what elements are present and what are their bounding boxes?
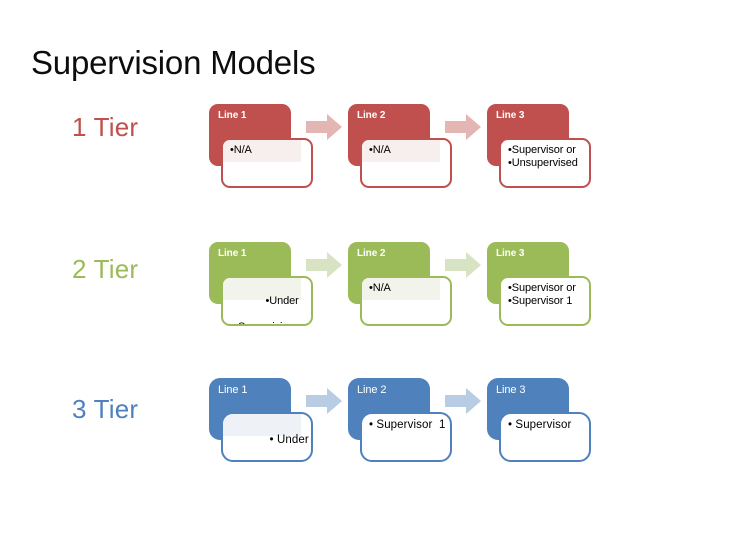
- bullet-item: • Supervisor: [508, 419, 572, 431]
- bullet-text: •Under: [265, 295, 299, 307]
- bullet-item: •Under Supervision: [230, 282, 307, 324]
- stage-content-body: •N/A: [223, 140, 311, 157]
- bullet-item: •N/A: [369, 282, 391, 294]
- stage-content-body: • Supervisor: [501, 414, 589, 433]
- stage-header-label: Line 2: [357, 248, 386, 259]
- tier-row-2: 2 Tier Line 1 •Under Supervision Line 2: [0, 234, 740, 344]
- stage-content-card[interactable]: • Supervisor: [499, 412, 591, 462]
- stage-line-3[interactable]: Line 3 • Supervisor: [487, 370, 591, 465]
- stage-header-label: Line 1: [218, 384, 248, 396]
- stage-content-body: •Supervisor or •Supervisor 1: [501, 278, 589, 308]
- bullet-text: • Under: [269, 434, 309, 446]
- stage-content-body: •N/A: [362, 140, 450, 157]
- tier-label-2: 2 Tier: [72, 254, 139, 284]
- tier-row-3: 3 Tier Line 1 • Under Supervision Line 2: [0, 370, 740, 480]
- stage-line-1[interactable]: Line 1 • Under Supervision: [209, 370, 313, 465]
- stage-header-label: Line 3: [496, 248, 525, 259]
- stage-line-1[interactable]: Line 1 •Under Supervision: [209, 234, 313, 329]
- stage-content-body: • Supervisor 1: [362, 414, 450, 433]
- arrow-right-icon: [445, 388, 481, 414]
- stage-line-1[interactable]: Line 1 •N/A: [209, 96, 313, 191]
- stage-content-body: •N/A: [362, 278, 450, 295]
- stage-content-card[interactable]: •N/A: [360, 138, 452, 188]
- bullet-item: •N/A: [230, 144, 252, 156]
- stage-content-card[interactable]: •N/A: [221, 138, 313, 188]
- bullet-item: •N/A: [369, 144, 391, 156]
- bullet-item: •Supervisor or: [508, 282, 576, 294]
- arrow-right-icon: [306, 388, 342, 414]
- tier-label-1: 1 Tier: [72, 112, 139, 142]
- stage-content-body: • Under Supervision: [223, 414, 311, 460]
- stage-line-2[interactable]: Line 2 • Supervisor 1: [348, 370, 452, 465]
- stage-content-body: •Supervisor or •Unsupervised: [501, 140, 589, 170]
- arrow-right-icon: [306, 252, 342, 278]
- stage-content-card[interactable]: •Under Supervision: [221, 276, 313, 326]
- stage-line-3[interactable]: Line 3 •Supervisor or •Supervisor 1: [487, 234, 591, 329]
- stage-header-label: Line 1: [218, 248, 247, 259]
- arrow-right-icon: [445, 252, 481, 278]
- stage-header-label: Line 1: [218, 110, 247, 121]
- bullet-item: •Supervisor 1: [508, 295, 573, 307]
- tier-row-1: 1 Tier Line 1 •N/A Line 2 •N/A: [0, 96, 740, 206]
- stage-line-2[interactable]: Line 2 •N/A: [348, 234, 452, 329]
- bullet-item: •Unsupervised: [508, 157, 578, 169]
- bullet-item: • Under Supervision: [230, 418, 309, 460]
- stage-header-label: Line 3: [496, 110, 525, 121]
- stage-content-card[interactable]: • Supervisor 1: [360, 412, 452, 462]
- stage-content-card[interactable]: • Under Supervision: [221, 412, 313, 462]
- stage-header-label: Line 3: [496, 384, 526, 396]
- stage-content-card[interactable]: •Supervisor or •Unsupervised: [499, 138, 591, 188]
- stage-header-label: Line 2: [357, 110, 386, 121]
- page-title: Supervision Models: [31, 44, 316, 81]
- stage-line-3[interactable]: Line 3 •Supervisor or •Unsupervised: [487, 96, 591, 191]
- stage-line-2[interactable]: Line 2 •N/A: [348, 96, 452, 191]
- bullet-text-continued: Supervision: [230, 321, 307, 324]
- arrow-right-icon: [445, 114, 481, 140]
- stage-content-card[interactable]: •N/A: [360, 276, 452, 326]
- tier-label-3: 3 Tier: [72, 394, 139, 424]
- arrow-right-icon: [306, 114, 342, 140]
- bullet-item: • Supervisor 1: [369, 419, 446, 431]
- stage-content-card[interactable]: •Supervisor or •Supervisor 1: [499, 276, 591, 326]
- bullet-item: •Supervisor or: [508, 144, 576, 156]
- stage-header-label: Line 2: [357, 384, 387, 396]
- stage-content-body: •Under Supervision: [223, 278, 311, 324]
